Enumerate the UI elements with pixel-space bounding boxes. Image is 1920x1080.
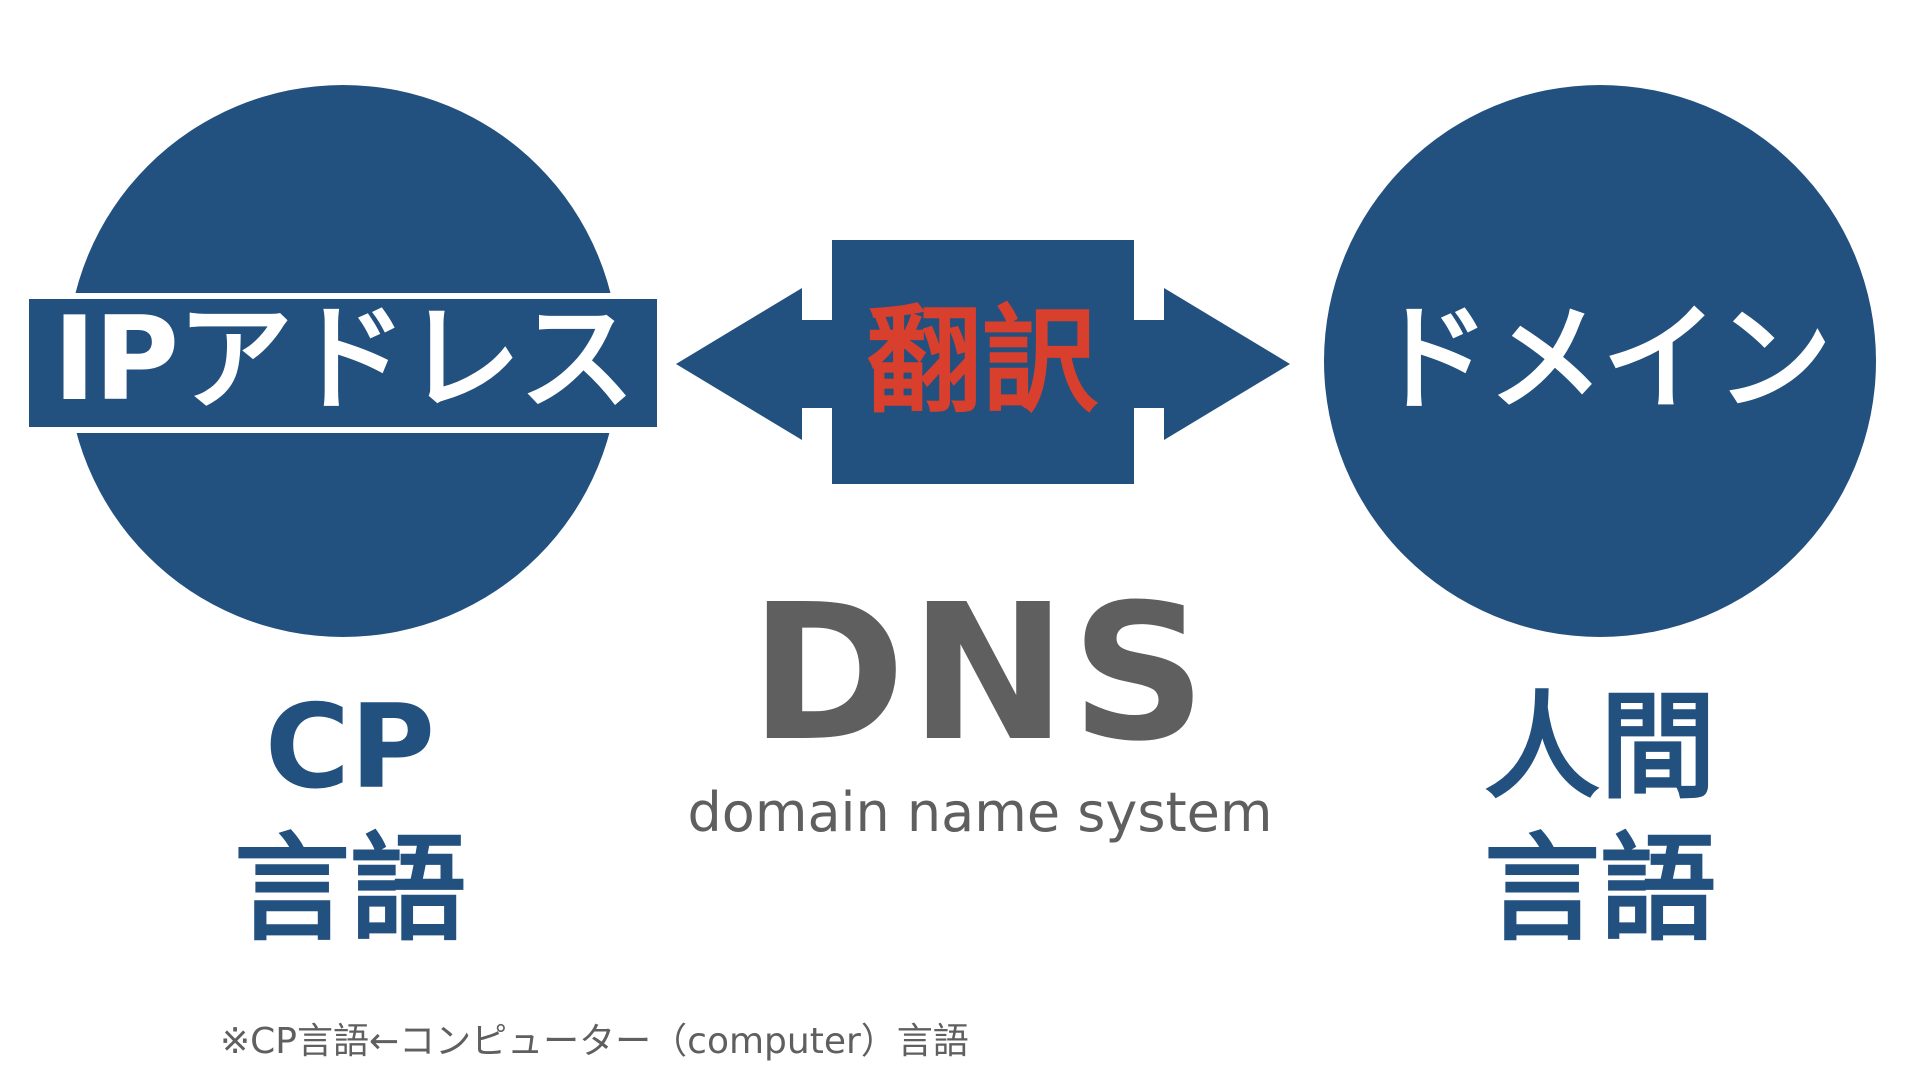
translation-arrow-right	[1131, 288, 1290, 440]
ip-address-label-box	[23, 293, 663, 433]
cp-caption-line2: 言語	[234, 822, 466, 957]
dns-subtitle: domain name system	[687, 781, 1273, 844]
translation-box	[832, 240, 1134, 484]
domain-label: ドメイン	[1374, 292, 1832, 427]
dns-title: DNS	[749, 564, 1211, 783]
footnote: ※CP言語←コンピューター（computer）言語	[220, 1021, 969, 1062]
translation-label: 翻訳	[866, 294, 1098, 429]
translation-arrow-left	[676, 288, 835, 440]
cp-caption-line1: CP	[264, 680, 436, 815]
human-caption-line2: 言語	[1484, 822, 1716, 957]
ip-address-label: IPアドレス	[52, 292, 635, 427]
human-caption-line1: 人間	[1484, 680, 1716, 815]
domain-circle	[1324, 85, 1876, 637]
